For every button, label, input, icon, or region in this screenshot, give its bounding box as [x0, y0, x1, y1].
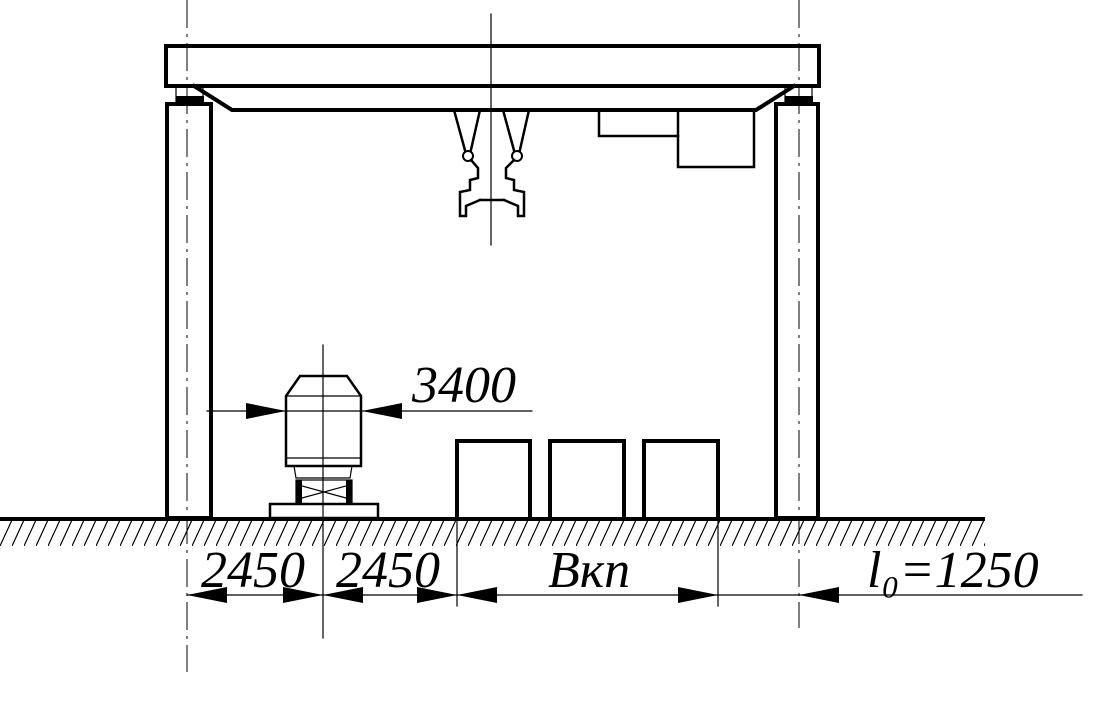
- left-column: [165, 85, 213, 520]
- ground-hatching: [0, 520, 985, 546]
- container-1: [455, 439, 532, 520]
- crane-cab: [597, 108, 756, 169]
- dimension-chain-bottom: 2450 2450 Bкп l₀=1250: [186, 519, 1083, 607]
- machine-foundation: [268, 502, 380, 520]
- crane-hook: [452, 108, 531, 218]
- storage-containers: [455, 439, 720, 520]
- arrow-left: [362, 403, 402, 419]
- crane-bridge: [164, 44, 821, 112]
- arrow-right: [246, 403, 286, 419]
- ground-line: [0, 517, 985, 521]
- ground: [0, 517, 985, 546]
- dimension-label-offset-left: 2450: [201, 542, 305, 599]
- dimension-label-offset-right: 2450: [336, 542, 440, 599]
- dimension-column-clearance: 3400: [206, 357, 533, 419]
- dimension-label-edge-distance: l₀=1250: [867, 542, 1039, 599]
- machine-unit: [268, 374, 380, 520]
- container-3: [642, 439, 720, 520]
- container-2: [548, 439, 626, 520]
- dimension-label-3400: 3400: [411, 357, 516, 414]
- right-column: [774, 85, 820, 520]
- dimension-label-crane-span: Bкп: [548, 542, 630, 599]
